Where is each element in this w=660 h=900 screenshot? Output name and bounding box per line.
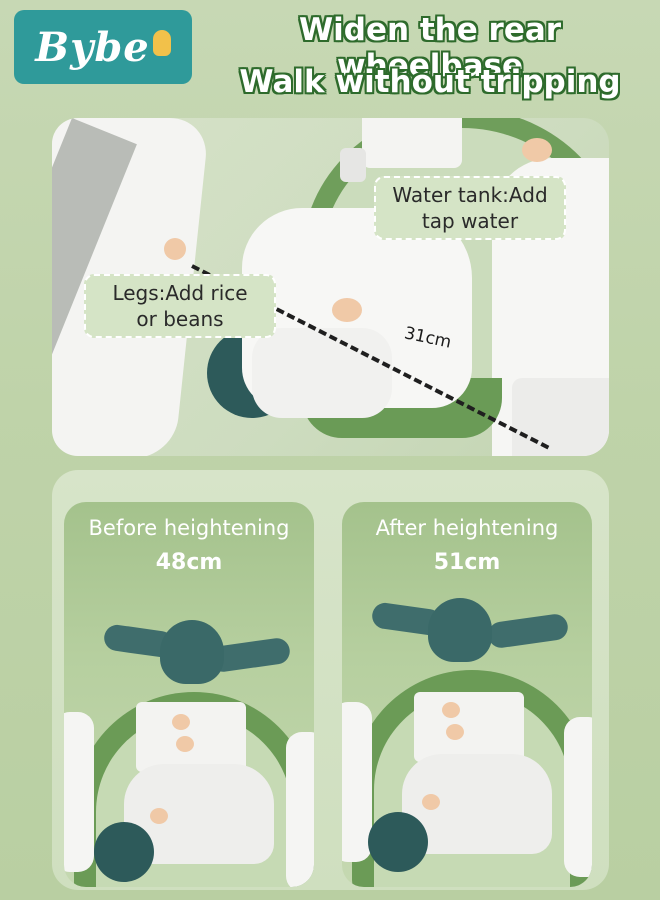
rear-wheel xyxy=(368,812,428,872)
walker-right-foot xyxy=(512,378,609,456)
after-value: 51cm xyxy=(433,550,501,575)
product-detail-photo: 31cm Water tank:Add tap water Legs:Add r… xyxy=(52,118,609,456)
top-plug xyxy=(522,138,552,162)
water-tank-callout-line2: tap water xyxy=(421,209,519,233)
brand-logo: Bybe xyxy=(14,10,192,84)
panel-knob xyxy=(442,702,460,718)
leg-plug xyxy=(164,238,186,260)
before-value: 48cm xyxy=(155,550,223,575)
walker-top-panel xyxy=(362,118,462,168)
after-heightening-card: After heightening 51cm xyxy=(342,502,592,887)
tank-cap xyxy=(340,148,366,182)
rear-wheel xyxy=(94,822,154,882)
tank-knob xyxy=(422,794,440,810)
walker-right-leg xyxy=(564,717,592,877)
handlebar-hub xyxy=(160,620,224,684)
tank-plug xyxy=(332,298,362,322)
legs-callout-line1: Legs:Add rice xyxy=(112,281,248,305)
legs-callout: Legs:Add rice or beans xyxy=(84,274,276,338)
tank-knob xyxy=(150,808,168,824)
after-title: After heightening xyxy=(375,516,559,540)
before-title: Before heightening xyxy=(88,516,290,540)
height-comparison-panel: Before heightening 48cm After heightenin… xyxy=(52,470,609,890)
walker-top-panel xyxy=(414,692,524,762)
before-heightening-card: Before heightening 48cm xyxy=(64,502,314,887)
handlebar-right xyxy=(486,612,570,650)
walker-top-panel xyxy=(136,702,246,772)
handlebar-hub xyxy=(428,598,492,662)
brand-logo-text: Bybe xyxy=(35,23,150,71)
walker-right-leg xyxy=(286,732,314,887)
walker-left-leg xyxy=(64,712,94,872)
legs-callout-line2: or beans xyxy=(136,307,224,331)
headline-secondary: Walk without tripping xyxy=(239,64,621,100)
headline-primary: Widen the rear wheelbase xyxy=(298,12,562,84)
water-tank-callout: Water tank:Add tap water xyxy=(374,176,566,240)
water-tank-lower xyxy=(252,328,392,418)
water-tank-callout-line1: Water tank:Add xyxy=(392,183,548,207)
panel-knob xyxy=(172,714,190,730)
panel-knob xyxy=(176,736,194,752)
walker-left-leg xyxy=(342,702,372,862)
bottle-icon xyxy=(152,30,171,56)
panel-knob xyxy=(446,724,464,740)
